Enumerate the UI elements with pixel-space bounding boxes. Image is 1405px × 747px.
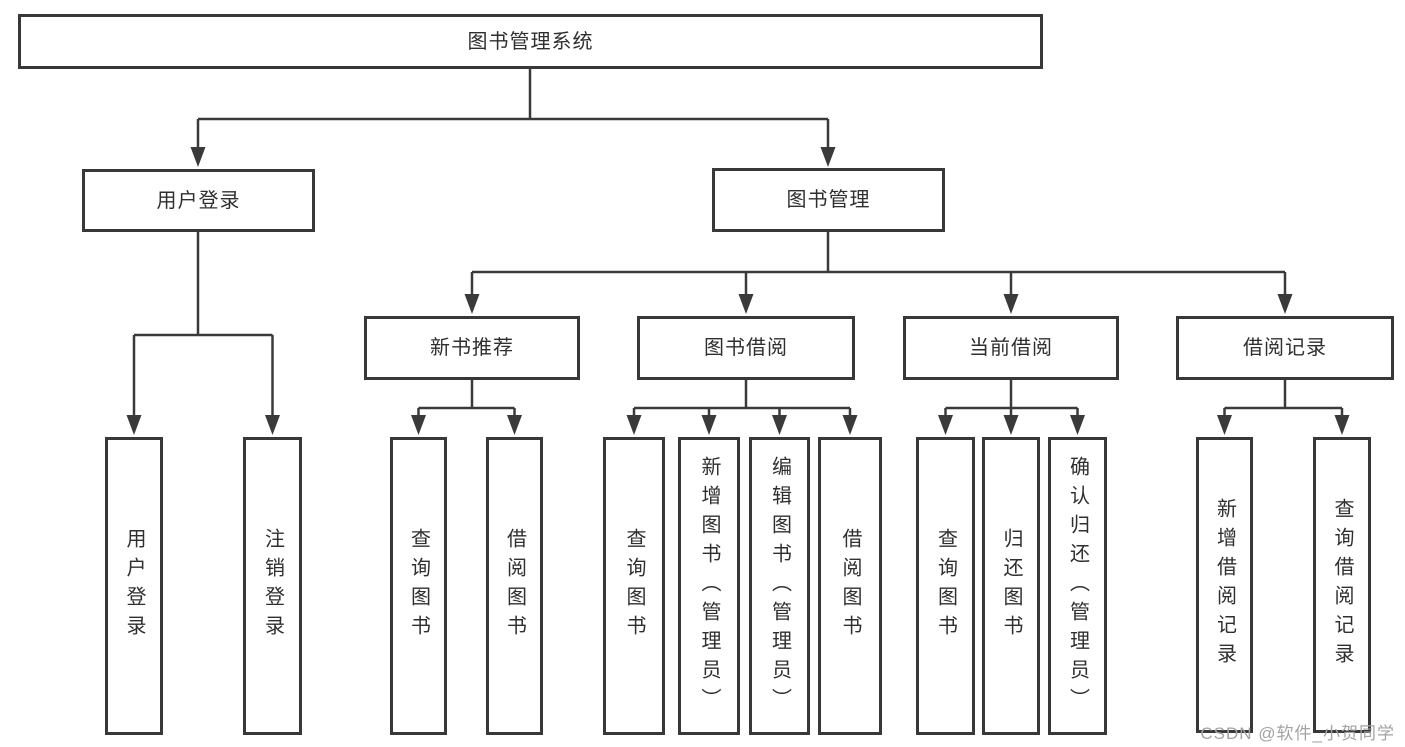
node-current-borrow: 当前借阅	[903, 316, 1119, 380]
csdn-watermark: CSDN @软件_小贺同学	[1200, 724, 1395, 743]
node-label: 归还图书	[1000, 528, 1022, 644]
leaf-edit-books-admin: 编辑图书（管理员）	[749, 437, 810, 735]
node-label: 借阅图书	[839, 528, 861, 644]
node-label: 用户登录	[156, 189, 241, 212]
leaf-add-borrow-record: 新增借阅记录	[1196, 437, 1253, 733]
leaf-return-books: 归还图书	[982, 437, 1040, 735]
node-label: 用户登录	[123, 528, 145, 644]
node-label: 确认归还（管理员）	[1066, 455, 1089, 717]
leaf-borrow-books: 借阅图书	[818, 437, 882, 735]
node-book-management: 图书管理	[712, 168, 945, 232]
leaf-query-borrow-record: 查询借阅记录	[1313, 437, 1371, 733]
node-library-system: 图书管理系统	[18, 14, 1043, 69]
node-label: 借阅记录	[1243, 337, 1327, 359]
node-label: 查询借阅记录	[1331, 498, 1353, 672]
leaf-add-books-admin: 新增图书（管理员）	[678, 437, 740, 735]
node-user-login-group: 用户登录	[82, 169, 315, 232]
node-label: 注销登录	[261, 528, 284, 644]
leaf-borrow-books-recommend: 借阅图书	[486, 437, 543, 735]
node-label: 新增借阅记录	[1213, 498, 1236, 672]
node-label: 查询图书	[623, 528, 645, 644]
leaf-logout: 注销登录	[243, 437, 302, 735]
leaf-confirm-return-admin: 确认归还（管理员）	[1048, 437, 1107, 735]
node-label: 查询图书	[934, 528, 957, 644]
node-book-borrow: 图书借阅	[637, 316, 855, 380]
node-label: 新增图书（管理员）	[698, 455, 720, 717]
node-label: 查询图书	[407, 528, 430, 644]
node-label: 借阅图书	[503, 528, 526, 644]
leaf-query-books-current: 查询图书	[916, 437, 975, 735]
node-label: 图书借阅	[704, 337, 788, 359]
node-label: 图书管理系统	[467, 30, 594, 53]
node-label: 图书管理	[786, 189, 871, 211]
node-label: 当前借阅	[969, 337, 1053, 359]
leaf-query-books-borrow: 查询图书	[603, 437, 665, 735]
node-label: 新书推荐	[430, 337, 514, 359]
node-new-book-recommend: 新书推荐	[364, 316, 580, 380]
leaf-user-login: 用户登录	[105, 437, 163, 735]
node-label: 编辑图书（管理员）	[768, 455, 791, 717]
leaf-query-books-recommend: 查询图书	[390, 437, 447, 735]
node-borrow-records: 借阅记录	[1176, 316, 1394, 380]
